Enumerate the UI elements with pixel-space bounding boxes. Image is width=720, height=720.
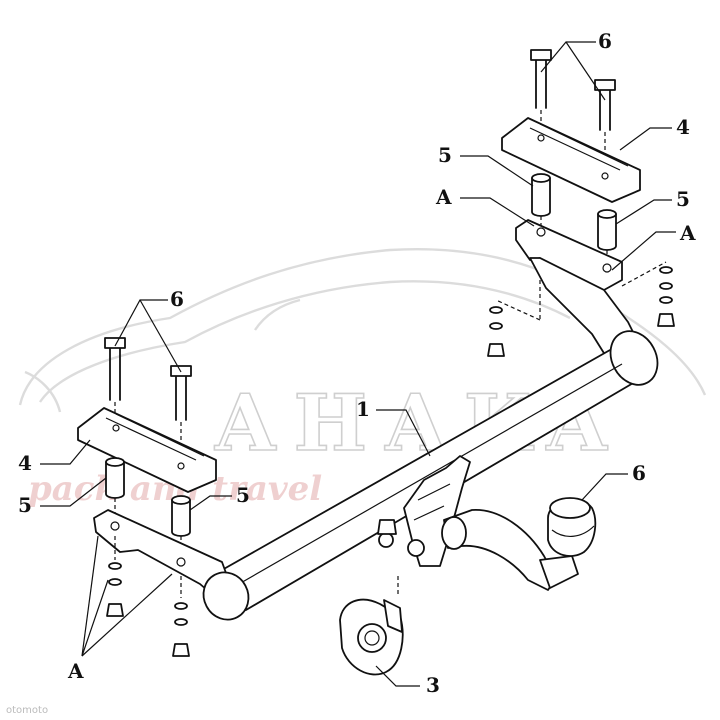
tow-ball-neck xyxy=(441,509,579,591)
callout-6-left: 6 xyxy=(170,287,184,311)
nut-washer-stack-left-a xyxy=(106,536,124,617)
nut-washer-stack-left-b xyxy=(172,576,190,657)
callout-a-mid: A xyxy=(435,185,452,209)
callout-a-bottom: A xyxy=(67,659,84,683)
callout-3: 3 xyxy=(426,673,440,697)
callout-a-right: A xyxy=(679,221,696,245)
left-clamp-plate xyxy=(77,407,217,493)
callout-5-c: 5 xyxy=(18,493,32,517)
callout-6-ball: 6 xyxy=(632,461,646,485)
callout-5-d: 5 xyxy=(236,483,250,507)
hitch-socket-bracket xyxy=(377,455,471,567)
callout-5-a: 5 xyxy=(438,143,452,167)
callout-6-right: 6 xyxy=(598,29,612,53)
right-clamp-plate xyxy=(501,117,641,203)
callout-4-right: 4 xyxy=(676,115,690,139)
right-spacer-left xyxy=(531,173,551,232)
watermark-car-silhouette xyxy=(18,247,707,413)
left-spacer-right xyxy=(171,495,191,560)
nut-washer-stack-right xyxy=(621,261,675,327)
left-spacer-left xyxy=(105,457,125,520)
electrical-socket-plate xyxy=(339,576,404,676)
left-bolt-left xyxy=(104,337,126,425)
callout-1: 1 xyxy=(356,397,370,421)
right-spacer-right xyxy=(597,209,617,262)
callout-5-b: 5 xyxy=(676,187,690,211)
watermark-credit: otomoto xyxy=(6,705,49,716)
leader-lines xyxy=(40,41,676,687)
tow-ball xyxy=(547,497,597,557)
callout-4-left: 4 xyxy=(18,451,32,475)
nut-washer-stack-mid xyxy=(487,280,541,357)
